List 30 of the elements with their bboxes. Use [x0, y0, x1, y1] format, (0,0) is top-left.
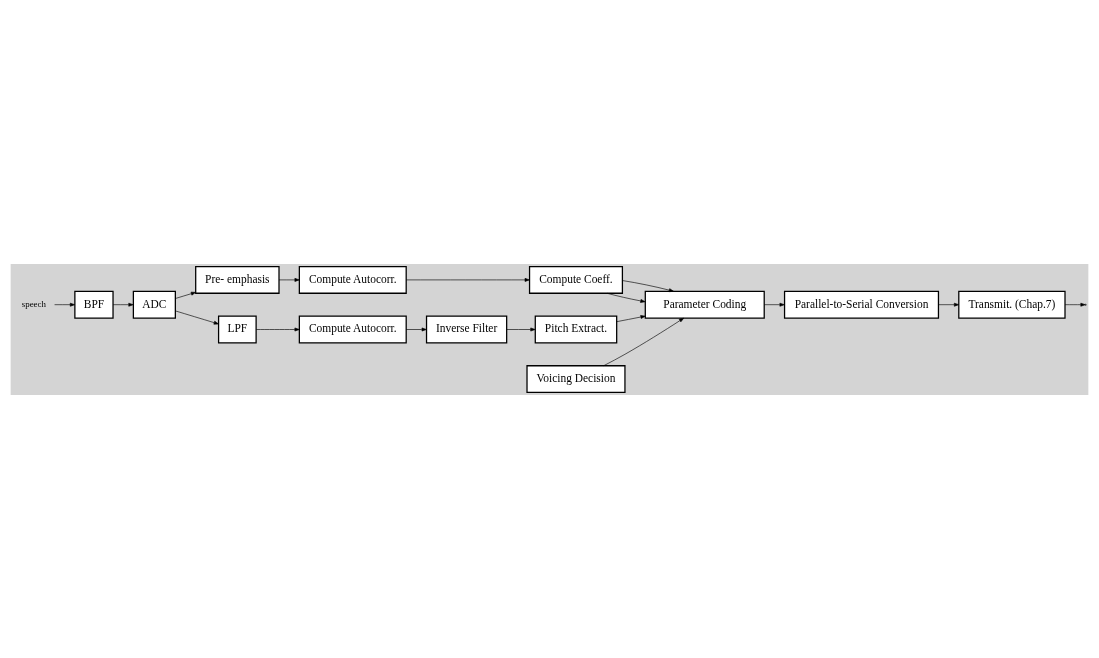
node-box: Pitch Extract. — [534, 315, 618, 343]
arrow — [764, 302, 785, 307]
node-box: Voicing Decision — [526, 364, 626, 393]
arrow — [606, 292, 646, 303]
arrow — [175, 310, 219, 324]
arrow — [54, 302, 76, 307]
arrow — [603, 317, 685, 366]
node-box: BPF — [74, 290, 114, 319]
arrow — [175, 291, 196, 299]
arrow — [405, 327, 427, 331]
node-box: ADC — [132, 290, 176, 319]
node-box: LPF — [217, 315, 257, 343]
arrow — [1064, 302, 1086, 307]
node-text: speech — [21, 298, 46, 309]
node-box: Parameter Coding — [644, 290, 765, 319]
arrow — [938, 302, 960, 307]
node-box: Inverse Filter — [425, 315, 508, 343]
node-box: Parallel-to-Serial Conversion — [783, 290, 940, 319]
arrow — [616, 314, 646, 322]
node-box: Compute Coeff. — [528, 265, 624, 294]
arrow — [256, 327, 300, 331]
arrow — [112, 302, 134, 307]
arrow — [278, 277, 300, 282]
node-box: Transmit. (Chap.7) — [958, 290, 1066, 319]
arrow — [506, 327, 536, 331]
node-box: Compute Autocorr. — [298, 315, 407, 343]
arrow — [405, 277, 530, 282]
arrow — [622, 279, 674, 292]
node-box: Compute Autocorr. — [298, 265, 407, 294]
node-box: Pre- emphasis — [195, 265, 280, 294]
